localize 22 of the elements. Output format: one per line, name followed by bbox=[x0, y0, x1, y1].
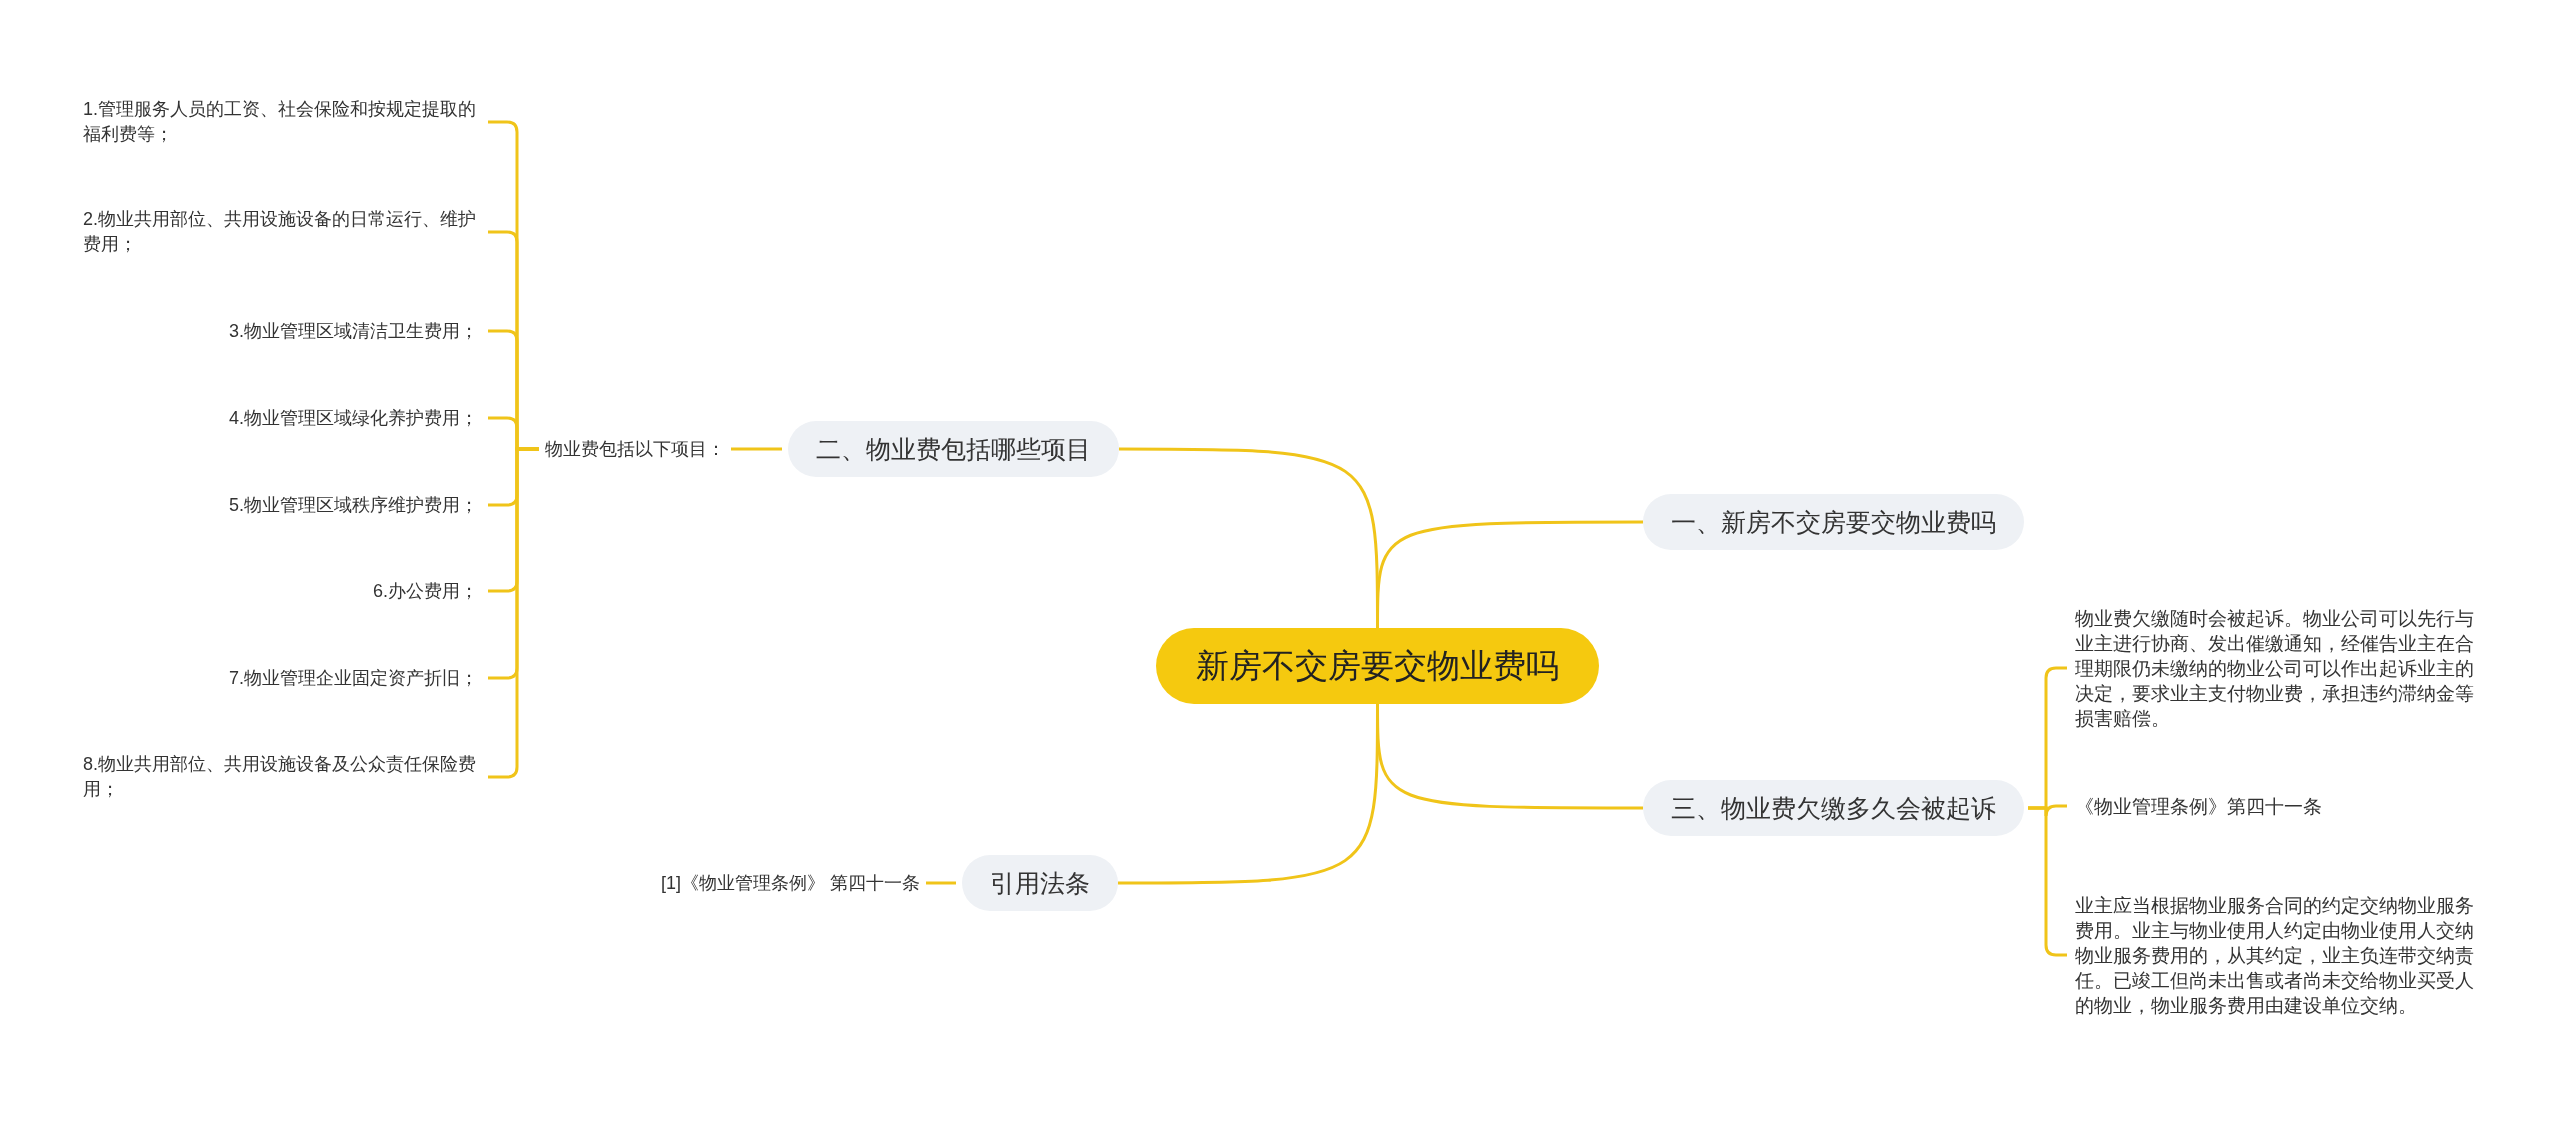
central-topic: 新房不交房要交物业费吗 bbox=[1156, 628, 1599, 704]
connector-line bbox=[1118, 704, 1379, 885]
leaf-text: 《物业管理条例》第四十一条 bbox=[2075, 793, 2322, 819]
connector-line bbox=[1119, 447, 1379, 628]
leaf-text: 8.物业共用部位、共用设施设备及公众责任保险费用； bbox=[83, 752, 478, 802]
leaf-text: 4.物业管理区域绿化养护费用； bbox=[229, 405, 478, 431]
branch-topic: 引用法条 bbox=[962, 855, 1118, 911]
leaf-text: 7.物业管理企业固定资产折旧； bbox=[229, 665, 478, 691]
leaf-text: 3.物业管理区域清洁卫生费用； bbox=[229, 318, 478, 344]
leaf-text: 6.办公费用； bbox=[373, 578, 478, 604]
leaf-text: 物业费欠缴随时会被起诉。物业公司可以先行与业主进行协商、发出催缴通知，经催告业主在合理期限仍未缴纳的物业公司可以作出起诉业主的决定，要求业主支付物业费，承担违约滞纳金等损害赔偿。 bbox=[2075, 605, 2475, 731]
leaf-text: 业主应当根据物业服务合同的约定交纳物业服务费用。业主与物业使用人约定由物业使用人交纳物业服务费用的，从其约定，业主负连带交纳责任。已竣工但尚未出售或者尚未交给物业买受人的物业，物业服务费用由建设单位交纳。 bbox=[2075, 892, 2475, 1018]
connector-line bbox=[926, 881, 956, 885]
leaf-text: 2.物业共用部位、共用设施设备的日常运行、维护费用； bbox=[83, 207, 478, 257]
branch-topic: 二、物业费包括哪些项目 bbox=[788, 421, 1119, 477]
leaf-text: 1.管理服务人员的工资、社会保险和按规定提取的福利费等； bbox=[83, 97, 478, 147]
leaf-text: 5.物业管理区域秩序维护费用； bbox=[229, 492, 478, 518]
branch-topic: 三、物业费欠缴多久会被起诉 bbox=[1643, 780, 2024, 836]
connector-line bbox=[731, 447, 782, 451]
branch-topic: 一、新房不交房要交物业费吗 bbox=[1643, 494, 2024, 550]
leaf-text: [1]《物业管理条例》 第四十一条 bbox=[661, 870, 920, 896]
subtopic-text: 物业费包括以下项目： bbox=[545, 436, 725, 462]
